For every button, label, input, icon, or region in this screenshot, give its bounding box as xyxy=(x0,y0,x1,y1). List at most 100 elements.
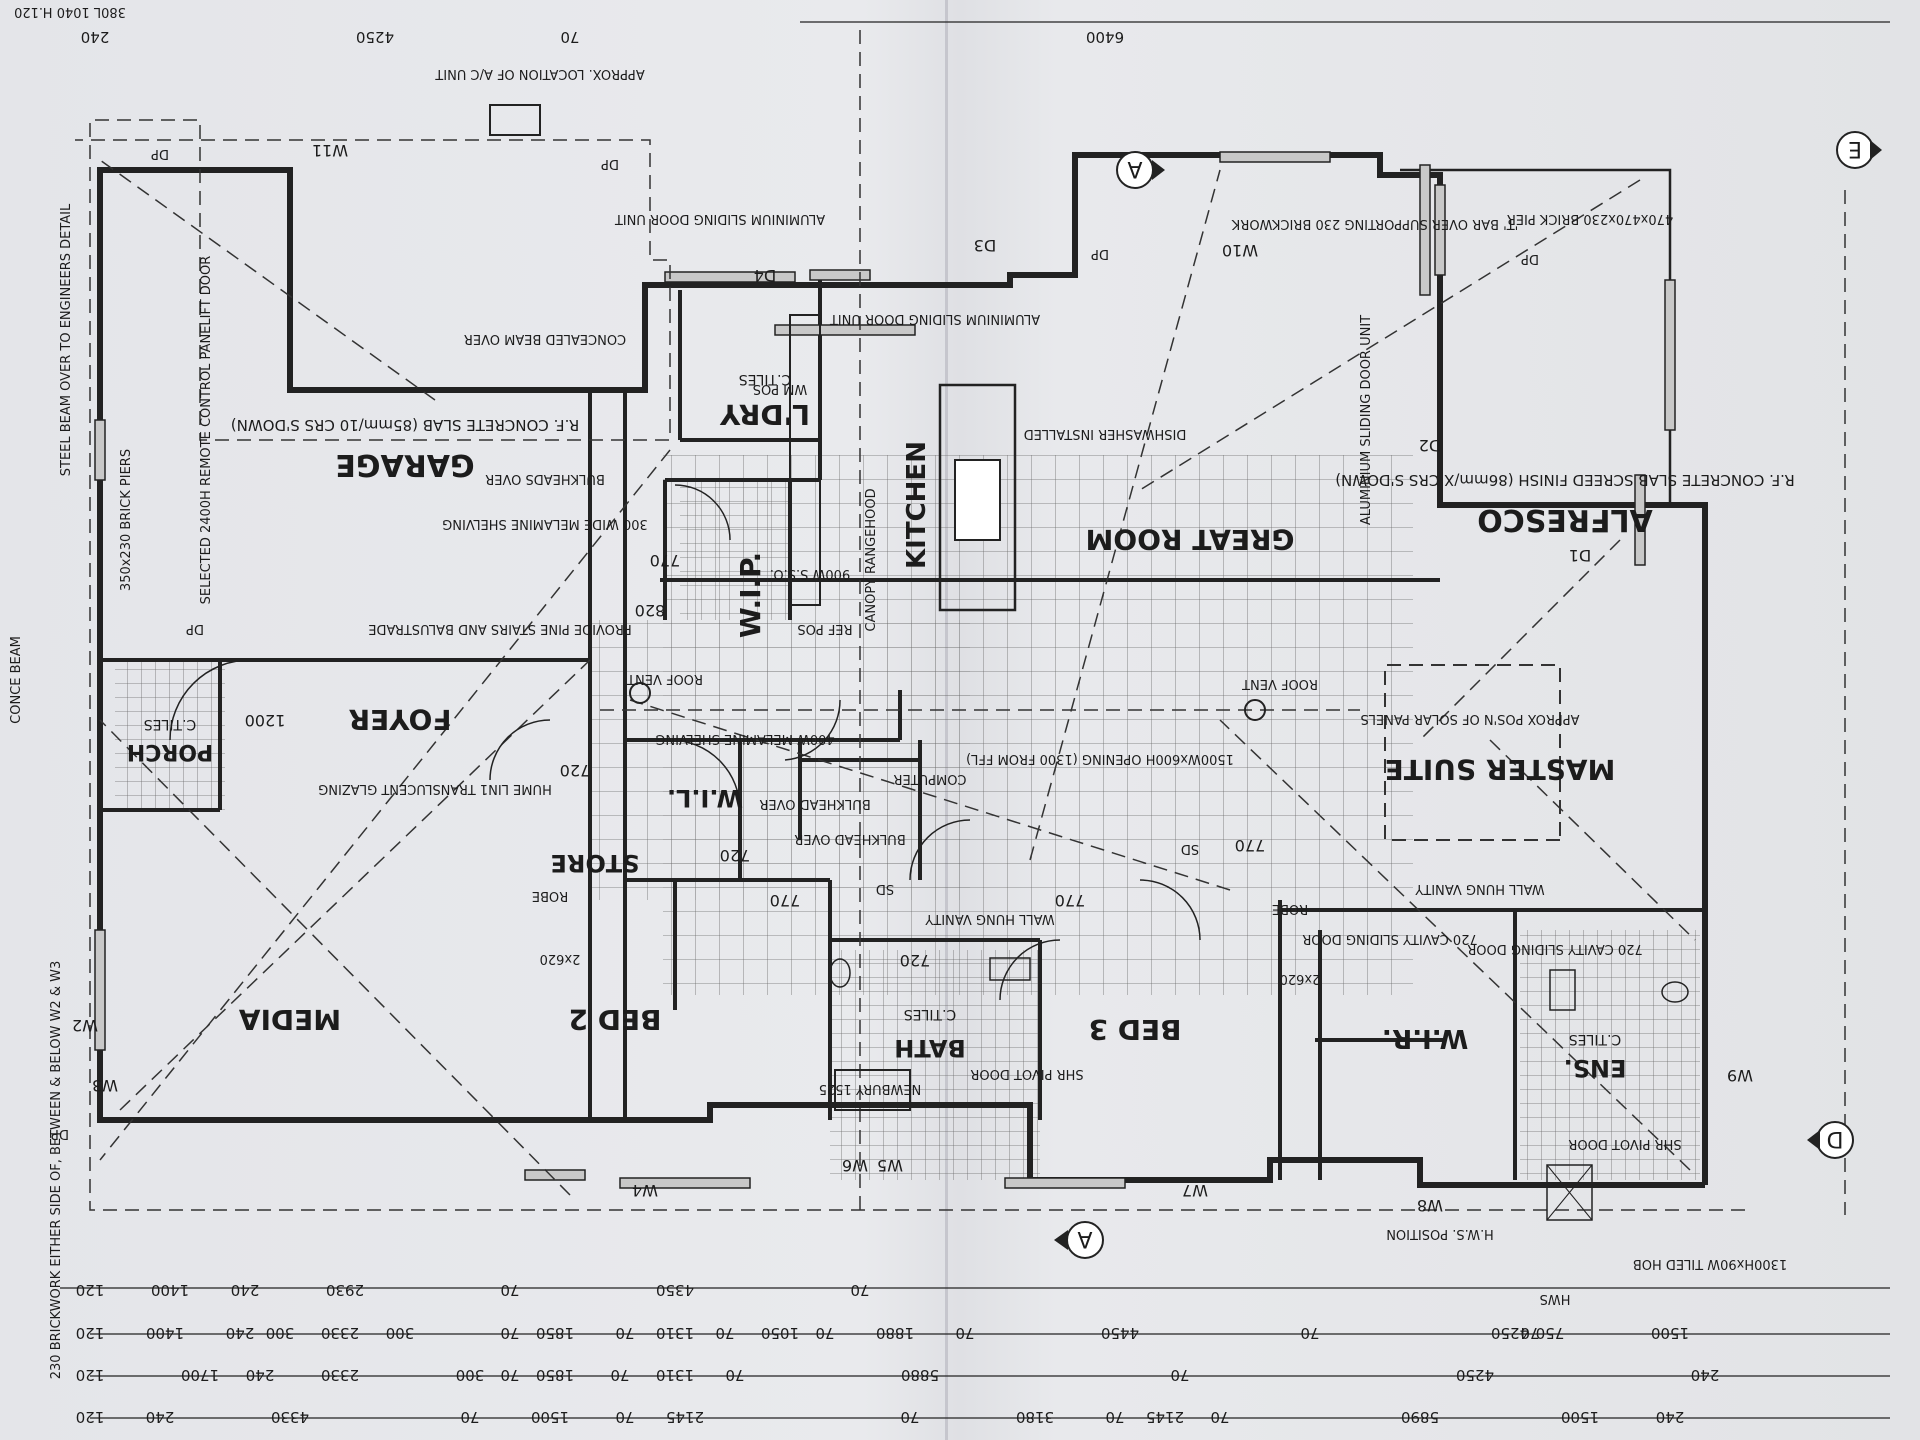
door-tag-d3: D3 xyxy=(974,236,997,255)
svg-text:70: 70 xyxy=(900,1408,919,1426)
bath-toilet xyxy=(829,958,851,988)
svg-text:300: 300 xyxy=(266,1324,295,1342)
wall-vanity-label: WALL HUNG VANITY xyxy=(1415,881,1544,896)
ac-unit xyxy=(489,104,541,136)
dims-row-4: 120 240 4330 70 1500 70 2145 70 3180 70 … xyxy=(76,1408,1685,1426)
svg-text:300: 300 xyxy=(386,1324,415,1342)
robe-label: ROBE xyxy=(1272,901,1308,916)
downpipe-label: DP xyxy=(186,621,204,636)
svg-text:1050: 1050 xyxy=(761,1324,799,1342)
svg-text:300: 300 xyxy=(456,1366,485,1384)
svg-text:2330: 2330 xyxy=(321,1324,359,1342)
room-bed3: BED 3 xyxy=(1089,1013,1182,1046)
room-alfresco: ALFRESCO xyxy=(1477,502,1653,537)
svg-text:120: 120 xyxy=(76,1324,105,1342)
bulkheads-over-label: BULKHEADS OVER xyxy=(485,471,605,486)
robe-size-label: 2x620 xyxy=(1280,971,1321,986)
t-bar-label: 'T' BAR OVER SUPPORTING 230 BRICKWORK xyxy=(1231,216,1518,231)
svg-text:D: D xyxy=(1827,1126,1844,1151)
dims-row-3: 120 1700 240 2330 300 70 1850 70 1310 70… xyxy=(76,1366,1720,1384)
room-ensuite: ENS. xyxy=(1564,1054,1627,1082)
svg-text:240: 240 xyxy=(146,1408,175,1426)
window-tag-w8: W8 xyxy=(1417,1196,1443,1215)
room-kitchen: KITCHEN xyxy=(902,441,932,569)
room-store: STORE xyxy=(551,849,640,877)
kitchen-sliding-door-label: ALUMINIUM SLIDING DOOR UNIT xyxy=(830,311,1040,326)
solar-label: APPROX POS'N OF SOLAR PANELS xyxy=(1360,711,1579,726)
laundry-tiles xyxy=(680,480,790,620)
door-size-770: 770 xyxy=(770,891,801,910)
door-size-720: 720 xyxy=(560,761,591,780)
door-size-770: 770 xyxy=(650,551,681,570)
windows xyxy=(94,151,1676,1189)
section-marker-d: D xyxy=(1807,1121,1854,1159)
door-tag-d4: D4 xyxy=(754,266,777,285)
sliding-door-d4-label: ALUMINIUM SLIDING DOOR UNIT xyxy=(615,211,825,226)
svg-text:70: 70 xyxy=(615,1408,634,1426)
door-size-720: 720 xyxy=(720,846,751,865)
dimension-lines xyxy=(60,21,1890,1419)
section-marker-e: E xyxy=(1836,131,1882,169)
window-tag-w10: W10 xyxy=(1222,241,1258,260)
smoke-detector-label: SD xyxy=(1181,841,1199,856)
roof-vent-icon xyxy=(629,682,651,704)
stove-label: 900W S.S.O. xyxy=(770,566,850,581)
svg-text:1850: 1850 xyxy=(536,1324,574,1342)
svg-text:1850: 1850 xyxy=(536,1366,574,1384)
door-swings xyxy=(169,484,1201,1001)
svg-text:70: 70 xyxy=(610,1366,629,1384)
svg-text:240: 240 xyxy=(226,1324,255,1342)
svg-text:240: 240 xyxy=(1656,1408,1685,1426)
remote-door-label: SELECTED 2400H REMOTE CONTROL PANELIFT D… xyxy=(199,256,214,605)
window-tag-w7: W7 xyxy=(1182,1181,1208,1200)
section-marker-a: A xyxy=(1054,1221,1104,1259)
porch-tiles-label: C.TILES xyxy=(144,716,197,732)
hws-label: HWS xyxy=(1540,1291,1571,1306)
svg-text:1500: 1500 xyxy=(1561,1408,1599,1426)
dishwasher-label: DISHWASHER INSTALLED xyxy=(1024,426,1187,441)
window-tag-w1: W11 xyxy=(312,141,348,160)
svg-text:1500: 1500 xyxy=(531,1408,569,1426)
bathtub xyxy=(834,1069,911,1111)
ensuite-toilet xyxy=(1661,981,1689,1003)
window-tag-w5: W5 xyxy=(877,1156,903,1175)
newbury-label: NEWBURY 1525 xyxy=(819,1081,922,1096)
room-media: MEDIA xyxy=(239,1003,342,1036)
brick-pier-label: 470x470x230 BRICK PIER xyxy=(1507,211,1673,226)
svg-text:4350: 4350 xyxy=(656,1281,694,1299)
door-size-1200: 1200 xyxy=(245,711,286,730)
dims-top: 240 4250 70 6400 xyxy=(81,28,1124,46)
canopy-label: CANOPY RANGEHOOD xyxy=(864,488,879,631)
svg-text:1310: 1310 xyxy=(656,1366,694,1384)
roof-vent-label: ROOF VENT xyxy=(627,671,703,686)
brick-piers-label: 350x230 BRICK PIERS xyxy=(119,449,134,591)
alfresco-note: R.F. CONCRETE SLAB SCREED FINISH (86mm/X… xyxy=(1335,471,1795,489)
ref-pos-label: REF POS xyxy=(797,621,852,636)
svg-text:5880: 5880 xyxy=(901,1366,939,1384)
svg-text:2145: 2145 xyxy=(1146,1408,1184,1426)
tiled-hob-label: 1300Hx90W TILED HOB xyxy=(1633,1256,1787,1271)
roof-vent-label: ROOF VENT xyxy=(1242,676,1318,691)
window-tag-w3: W3 xyxy=(92,1076,118,1095)
downpipe-label: DP xyxy=(151,146,169,161)
svg-text:750: 750 xyxy=(1536,1324,1565,1342)
svg-text:1500: 1500 xyxy=(1651,1324,1689,1342)
svg-text:120: 120 xyxy=(76,1281,105,1299)
room-laundry: L'DRY xyxy=(719,398,810,431)
svg-text:E: E xyxy=(1848,136,1862,161)
svg-text:120: 120 xyxy=(76,1408,105,1426)
svg-text:240: 240 xyxy=(81,28,110,46)
door-tag-d2: D2 xyxy=(1419,436,1442,455)
room-wip: W.I.P. xyxy=(734,552,767,638)
bath-vanity xyxy=(989,957,1031,981)
kitchen-sink xyxy=(954,459,1001,541)
window-tag-w2: W2 xyxy=(72,1016,98,1035)
downpipe-label: DP xyxy=(1091,246,1109,261)
garage-note: R.F. CONCRETE SLAB (85mm/10 CRS S'DOWN) xyxy=(231,416,579,434)
dims-row-2: 120 1400 240 300 2330 300 70 1850 70 131… xyxy=(76,1324,1689,1342)
door-size-720: 720 xyxy=(900,951,931,970)
room-bath: BATH xyxy=(894,1034,965,1062)
shr-door-label: SHR PIVOT DOOR xyxy=(1568,1136,1681,1151)
svg-text:1880: 1880 xyxy=(876,1324,914,1342)
